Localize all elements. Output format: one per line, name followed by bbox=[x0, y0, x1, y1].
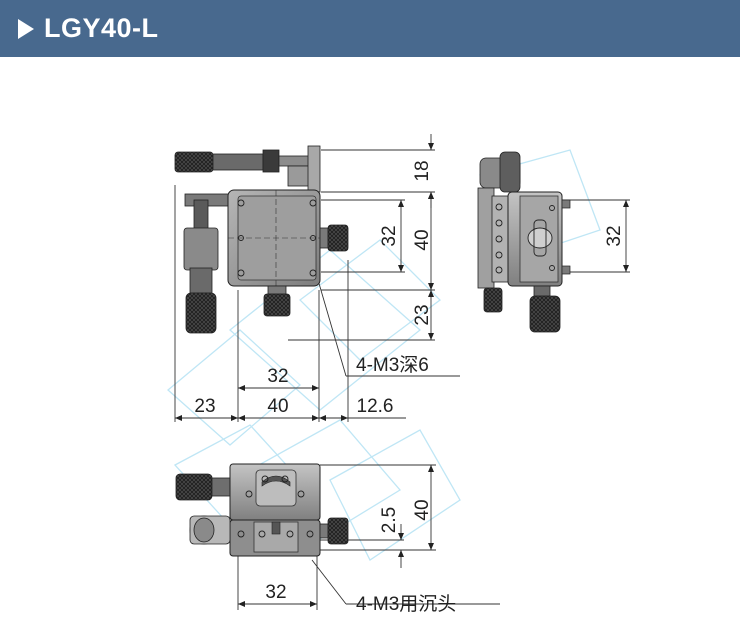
dim-top-12-6: 12.6 bbox=[357, 396, 394, 417]
dim-top-40-horizontal: 40 bbox=[267, 396, 288, 417]
dim-top-23-horizontal: 23 bbox=[194, 396, 215, 417]
header-bar: LGY40-L bbox=[0, 0, 740, 57]
dim-front-40: 40 bbox=[412, 499, 433, 520]
dim-top-18: 18 bbox=[412, 160, 433, 181]
dim-front-32: 32 bbox=[265, 582, 286, 603]
dim-top-32-vertical: 32 bbox=[379, 225, 400, 246]
note-4-m3-deep6: 4-M3深6 bbox=[356, 354, 429, 376]
top-view: 18 32 40 23 32 23 40 12.6 4-M3深6 bbox=[174, 134, 460, 422]
page-title: LGY40-L bbox=[44, 13, 159, 43]
side-view: 32 bbox=[477, 151, 630, 333]
dim-top-32-horizontal: 32 bbox=[267, 366, 288, 387]
dim-side-32: 32 bbox=[604, 225, 625, 246]
technical-drawing: 18 32 40 23 32 23 40 12.6 4-M3深6 bbox=[167, 134, 630, 615]
note-4-m3-countersink: 4-M3用沉头 bbox=[356, 593, 456, 615]
front-view: 2.5 40 32 4-M3用沉头 bbox=[175, 463, 500, 615]
play-triangle-icon bbox=[18, 18, 34, 39]
dim-front-2-5: 2.5 bbox=[379, 507, 400, 533]
dim-top-23-vertical: 23 bbox=[412, 304, 433, 325]
dim-top-40-vertical: 40 bbox=[412, 229, 433, 250]
